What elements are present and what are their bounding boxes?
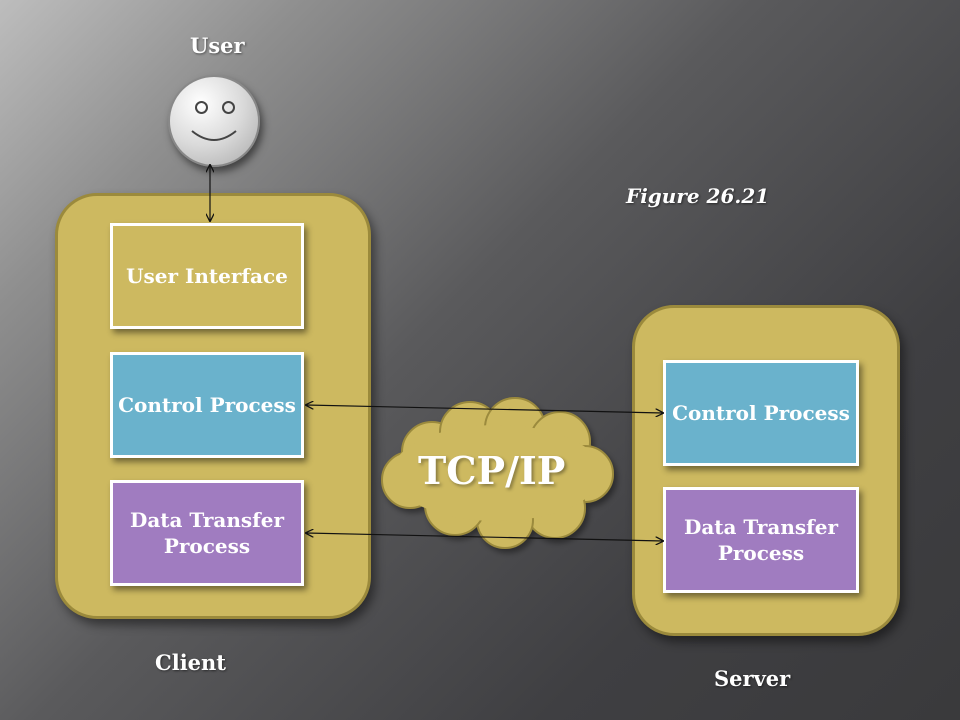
data-transfer-connector	[306, 533, 663, 541]
client-user-interface-text: User Interface	[126, 264, 288, 288]
figure-caption: Figure 26.21	[626, 184, 770, 208]
server-control-process-text: Control Process	[672, 401, 850, 425]
server-data-transfer-text: Data Transfer Process	[683, 515, 839, 565]
client-user-interface-box: User Interface	[110, 223, 304, 329]
left-eye	[195, 101, 208, 114]
client-control-process-text: Control Process	[118, 393, 296, 417]
smile-mouth	[191, 130, 237, 141]
server-data-transfer-box: Data Transfer Process	[663, 487, 859, 593]
server-label: Server	[714, 666, 791, 691]
right-eye	[222, 101, 235, 114]
control-process-connector	[306, 405, 663, 413]
client-control-process-box: Control Process	[110, 352, 304, 458]
tcp-ip-label: TCP/IP	[418, 448, 566, 493]
user-label: User	[190, 33, 245, 58]
client-data-transfer-box: Data Transfer Process	[110, 480, 304, 586]
client-label: Client	[155, 650, 226, 675]
client-data-transfer-text: Data Transfer Process	[129, 508, 285, 558]
server-control-process-box: Control Process	[663, 360, 859, 466]
tcp-ip-cloud-icon	[381, 397, 614, 549]
user-smiley-icon	[168, 75, 260, 167]
